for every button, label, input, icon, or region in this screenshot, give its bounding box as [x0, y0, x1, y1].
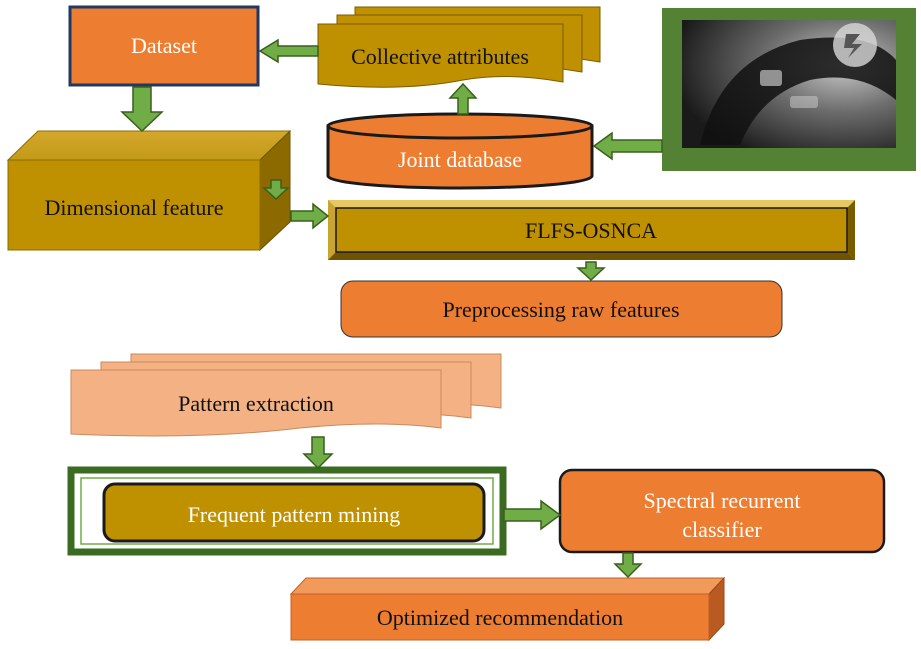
spectral-label-line2: classifier	[682, 517, 762, 542]
arrow-dimensional-to-flfs	[290, 202, 330, 230]
spectral-recurrent-classifier-node: Spectral recurrent classifier	[558, 468, 886, 554]
joint-database-label: Joint database	[398, 147, 522, 172]
dataset-node: Dataset	[68, 5, 260, 87]
dimensional-feature-label: Dimensional feature	[45, 195, 224, 220]
frequent-pattern-mining-label: Frequent pattern mining	[188, 502, 401, 527]
preprocessing-node: Preprocessing raw features	[340, 280, 783, 338]
arrow-attributes-to-dataset	[258, 38, 319, 64]
pattern-extraction-label: Pattern extraction	[178, 391, 334, 416]
arrow-database-to-attributes	[448, 82, 478, 115]
frequent-pattern-mining-node: Frequent pattern mining	[67, 466, 507, 556]
collective-attributes-label: Collective attributes	[351, 44, 529, 69]
spectral-label-line1: Spectral recurrent	[644, 488, 801, 513]
flfs-osnca-label: FLFS-OSNCA	[525, 218, 657, 243]
joint-database-node: Joint database	[326, 112, 594, 190]
arrow-extraction-to-mining	[302, 436, 334, 470]
optimized-recommendation-node: Optimized recommendation	[289, 576, 726, 642]
arrow-flfs-to-preprocessing	[576, 261, 606, 282]
arrow-mining-to-spectral	[503, 499, 562, 531]
arrow-dataset-to-dimensional	[120, 86, 164, 133]
flfs-osnca-node: FLFS-OSNCA	[328, 200, 855, 260]
arrow-spectral-to-recommendation	[613, 552, 643, 579]
steering-wheel-photo	[662, 8, 916, 171]
pattern-extraction-node: Pattern extraction	[70, 353, 502, 437]
arrow-dimensional-down	[262, 179, 290, 201]
preprocessing-label: Preprocessing raw features	[442, 297, 679, 322]
dataset-label: Dataset	[131, 33, 197, 58]
arrow-photo-to-database	[592, 131, 663, 161]
collective-attributes-node: Collective attributes	[317, 6, 601, 88]
optimized-recommendation-label: Optimized recommendation	[377, 605, 623, 630]
dimensional-feature-node: Dimensional feature	[6, 129, 292, 252]
